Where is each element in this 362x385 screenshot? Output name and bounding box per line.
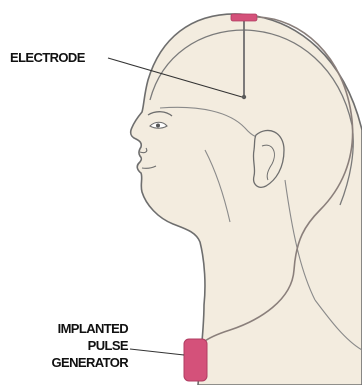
burr-hole-cap — [231, 14, 257, 21]
electrode-label: ELECTRODE — [10, 50, 85, 66]
pulse-generator-label-line3: GENERATOR — [0, 354, 128, 371]
pulse-generator-device — [184, 339, 207, 381]
head-silhouette — [131, 14, 362, 385]
pulse-generator-label-line2: PULSE — [0, 337, 128, 354]
electrode-tip — [242, 95, 246, 99]
ipg-pointer — [130, 349, 184, 355]
iris — [156, 124, 160, 128]
pulse-generator-label-line1: IMPLANTED — [0, 320, 128, 337]
pulse-generator-label: IMPLANTED PULSE GENERATOR — [0, 320, 128, 371]
